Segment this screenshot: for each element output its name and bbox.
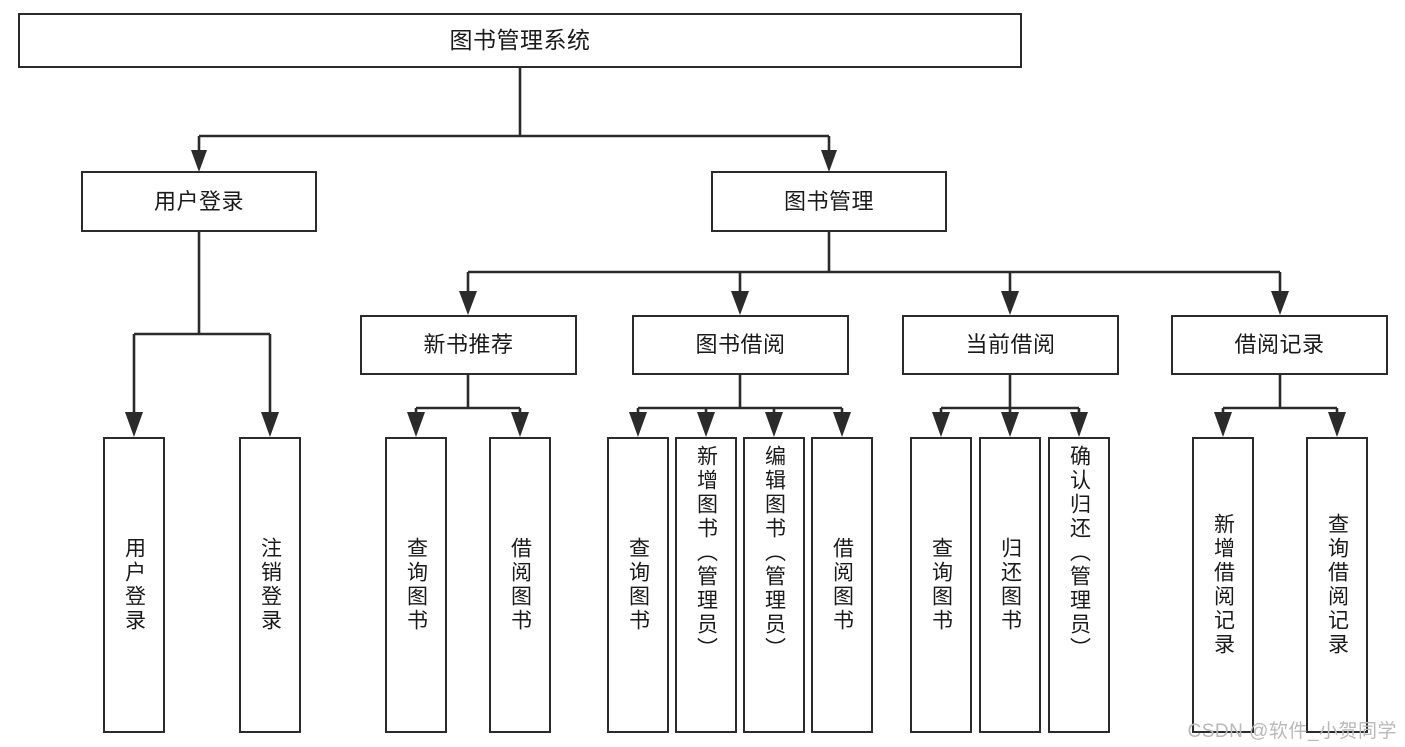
- node-label: 图书管理: [783, 188, 874, 214]
- leaf-user-login[interactable]: 用户登录: [103, 437, 165, 733]
- node-new-book-recommend[interactable]: 新书推荐: [360, 315, 577, 375]
- node-label: 当前借阅: [965, 332, 1056, 358]
- leaf-query-book-borrow[interactable]: 查询图书: [607, 437, 669, 733]
- node-book-manage[interactable]: 图书管理: [711, 171, 947, 232]
- node-label: 归还图书: [998, 537, 1022, 633]
- node-label: 借阅图书: [830, 537, 854, 633]
- leaf-borrow-book-recommend[interactable]: 借阅图书: [489, 437, 551, 733]
- leaf-add-borrow-record[interactable]: 新增借阅记录: [1192, 437, 1254, 733]
- leaf-add-book[interactable]: 新增图书（管理员）: [675, 437, 737, 733]
- node-label: 确认归还（管理员）: [1067, 445, 1091, 661]
- node-label: 注销登录: [258, 537, 282, 633]
- leaf-edit-book[interactable]: 编辑图书（管理员）: [743, 437, 805, 733]
- node-label: 新增借阅记录: [1211, 513, 1235, 657]
- node-label: 编辑图书（管理员）: [762, 445, 786, 661]
- leaf-query-borrow-record[interactable]: 查询借阅记录: [1306, 437, 1368, 733]
- node-label: 借阅图书: [508, 537, 532, 633]
- node-root-system[interactable]: 图书管理系统: [18, 13, 1022, 68]
- node-label: 用户登录: [122, 537, 146, 633]
- leaf-query-book-recommend[interactable]: 查询图书: [385, 437, 447, 733]
- node-borrow-record[interactable]: 借阅记录: [1171, 315, 1388, 375]
- node-current-borrow[interactable]: 当前借阅: [902, 315, 1119, 375]
- leaf-query-book-current[interactable]: 查询图书: [910, 437, 972, 733]
- leaf-borrow-book[interactable]: 借阅图书: [811, 437, 873, 733]
- node-label: 新增图书（管理员）: [694, 445, 718, 661]
- node-label: 图书管理系统: [449, 26, 591, 53]
- leaf-confirm-return[interactable]: 确认归还（管理员）: [1048, 437, 1110, 733]
- node-label: 用户登录: [153, 188, 244, 214]
- node-label: 查询图书: [929, 537, 953, 633]
- node-label: 查询借阅记录: [1325, 513, 1349, 657]
- leaf-return-book[interactable]: 归还图书: [979, 437, 1041, 733]
- node-label: 借阅记录: [1234, 332, 1325, 358]
- node-user-login[interactable]: 用户登录: [81, 171, 317, 232]
- node-book-borrow[interactable]: 图书借阅: [632, 315, 849, 375]
- node-label: 查询图书: [626, 537, 650, 633]
- node-label: 新书推荐: [423, 332, 514, 358]
- node-label: 查询图书: [404, 537, 428, 633]
- csdn-watermark: CSDN @软件_小贺同学: [1187, 721, 1397, 742]
- node-label: 图书借阅: [695, 332, 786, 358]
- leaf-user-logout[interactable]: 注销登录: [239, 437, 301, 733]
